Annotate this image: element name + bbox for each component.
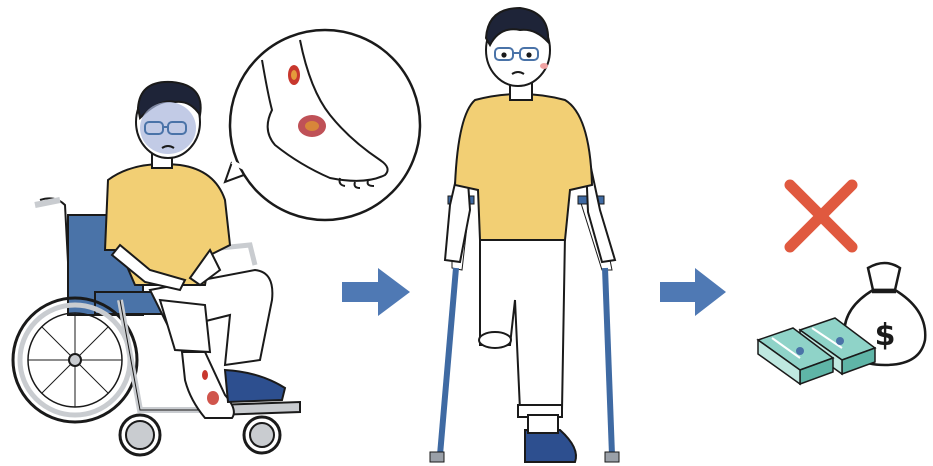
crutches-scene [430,8,619,462]
standing-person [445,8,615,462]
wound-zoom-callout [225,30,420,220]
right-arrow-icon [342,268,410,316]
cost-scene: $ [758,185,925,384]
wheelchair-scene [13,30,420,455]
dollar-sign: $ [875,318,896,353]
right-arrow-icon [660,268,726,316]
cross-icon [790,185,852,247]
